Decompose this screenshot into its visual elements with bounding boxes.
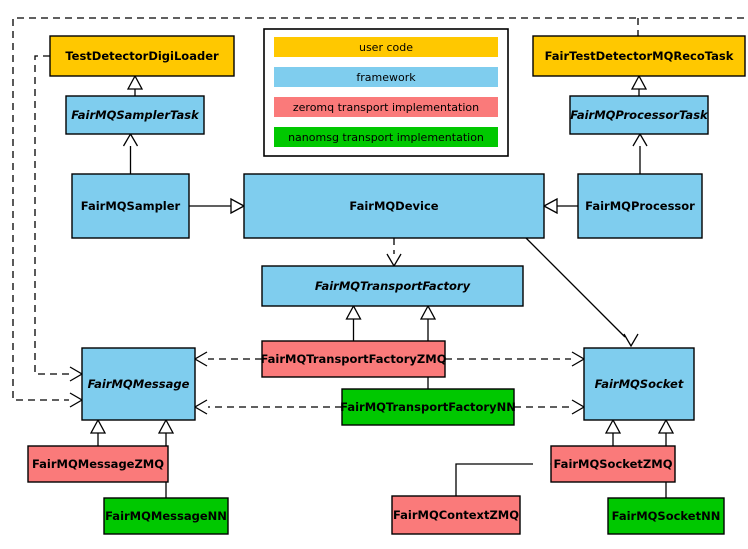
generalization-arrow: [630, 74, 648, 90]
association-arrow: [122, 132, 139, 147]
legend-swatch: [274, 97, 498, 117]
edge-device-socket: [525, 237, 626, 338]
class-name-label: FairMQProcessorTask: [570, 108, 709, 122]
dependency-arrow: [69, 392, 84, 408]
generalization-arrow: [419, 304, 437, 320]
generalization-arrow: [157, 418, 175, 434]
class-box[interactable]: [391, 495, 521, 535]
generalization-arrow: [89, 418, 107, 434]
class-node-FairMQMessage[interactable]: FairMQMessage: [81, 347, 196, 421]
class-box[interactable]: [550, 445, 676, 483]
class-name-label: TestDetectorDigiLoader: [65, 49, 219, 63]
legend-label: framework: [356, 71, 416, 84]
class-name-label: FairMQContextZMQ: [393, 508, 519, 522]
class-box[interactable]: [81, 347, 196, 421]
legend-swatch: [274, 37, 498, 57]
class-node-FairTestDetectorMQRecoTask[interactable]: FairTestDetectorMQRecoTask: [532, 35, 746, 77]
class-box[interactable]: [103, 497, 229, 535]
class-name-label: FairMQSocketZMQ: [554, 457, 673, 471]
association-arrow: [632, 132, 648, 147]
class-node-FairMQSocketNN[interactable]: FairMQSocketNN: [607, 497, 725, 535]
class-name-label: FairMQSampler: [81, 199, 181, 213]
class-name-label: FairMQSamplerTask: [71, 108, 200, 122]
class-box[interactable]: [607, 497, 725, 535]
class-name-label: FairMQProcessor: [585, 199, 695, 213]
legend-item-zeromq: zeromq transport implementation: [274, 97, 498, 117]
class-box[interactable]: [71, 173, 190, 239]
dependency-arrow: [69, 366, 84, 382]
dependency-arrow: [386, 253, 402, 268]
class-name-label: FairMQTransportFactoryNN: [340, 400, 516, 414]
edge-socketzmq-contextzmq: [455, 463, 533, 496]
class-box[interactable]: [261, 340, 446, 378]
class-name-label: FairMQTransportFactory: [315, 279, 471, 293]
generalization-arrow: [542, 197, 558, 215]
legend-swatch: [274, 127, 498, 147]
edge-recotask-message: [12, 17, 744, 401]
association-arrow: [623, 333, 639, 348]
class-box[interactable]: [583, 347, 695, 421]
class-node-FairMQContextZMQ[interactable]: FairMQContextZMQ: [391, 495, 521, 535]
legend-label: user code: [359, 41, 413, 54]
class-node-FairMQSocketZMQ[interactable]: FairMQSocketZMQ: [550, 445, 676, 483]
class-node-FairMQTransportFactory[interactable]: FairMQTransportFactory: [261, 265, 524, 307]
dependency-arrow: [571, 399, 586, 415]
legend-item-user_code: user code: [274, 37, 498, 57]
class-node-FairMQMessageNN[interactable]: FairMQMessageNN: [103, 497, 229, 535]
dependency-arrow: [193, 399, 208, 415]
class-box[interactable]: [569, 95, 709, 135]
generalization-arrow: [230, 197, 246, 215]
class-node-FairMQDevice[interactable]: FairMQDevice: [243, 173, 545, 239]
legend-item-nanomsg: nanomsg transport implementation: [274, 127, 498, 147]
class-node-TestDetectorDigiLoader[interactable]: TestDetectorDigiLoader: [49, 35, 235, 77]
generalization-arrow: [604, 418, 622, 434]
node-layer: TestDetectorDigiLoaderFairMQSamplerTaskF…: [27, 35, 746, 535]
legend-label: nanomsg transport implementation: [288, 131, 484, 144]
class-node-FairMQTransportFactoryNN[interactable]: FairMQTransportFactoryNN: [340, 388, 516, 426]
dependency-arrow: [193, 351, 208, 367]
class-box[interactable]: [65, 95, 205, 135]
class-node-FairMQProcessorTask[interactable]: FairMQProcessorTask: [569, 95, 709, 135]
class-name-label: FairMQSocket: [595, 377, 684, 391]
class-name-label: FairMQMessageZMQ: [32, 457, 164, 471]
class-name-label: FairMQSocketNN: [612, 509, 721, 523]
class-box[interactable]: [341, 388, 515, 426]
class-box[interactable]: [243, 173, 545, 239]
class-node-FairMQSamplerTask[interactable]: FairMQSamplerTask: [65, 95, 205, 135]
edge-digiloader-message: [34, 55, 69, 375]
class-box[interactable]: [577, 173, 703, 239]
class-node-FairMQMessageZMQ[interactable]: FairMQMessageZMQ: [27, 445, 169, 483]
legend-layer: user code framework zeromq transport imple…: [263, 28, 509, 157]
legend-swatch: [274, 67, 498, 87]
class-box[interactable]: [49, 35, 235, 77]
class-name-label: FairMQMessage: [88, 377, 190, 391]
generalization-arrow: [126, 74, 144, 90]
class-name-label: FairTestDetectorMQRecoTask: [545, 49, 734, 63]
class-node-FairMQSocket[interactable]: FairMQSocket: [583, 347, 695, 421]
legend-label: zeromq transport implementation: [293, 101, 479, 114]
dependency-arrow: [571, 351, 586, 367]
class-name-label: FairMQMessageNN: [105, 509, 227, 523]
class-box[interactable]: [532, 35, 746, 77]
class-node-FairMQTransportFactoryZMQ[interactable]: FairMQTransportFactoryZMQ: [260, 340, 447, 378]
legend-item-framework: framework: [274, 67, 498, 87]
class-name-label: FairMQTransportFactoryZMQ: [260, 352, 446, 366]
generalization-arrow: [657, 418, 675, 434]
generalization-arrow: [345, 304, 362, 320]
class-node-FairMQProcessor[interactable]: FairMQProcessor: [577, 173, 703, 239]
class-box[interactable]: [27, 445, 169, 483]
class-box[interactable]: [261, 265, 524, 307]
class-name-label: FairMQDevice: [349, 199, 438, 213]
class-node-FairMQSampler[interactable]: FairMQSampler: [71, 173, 190, 239]
